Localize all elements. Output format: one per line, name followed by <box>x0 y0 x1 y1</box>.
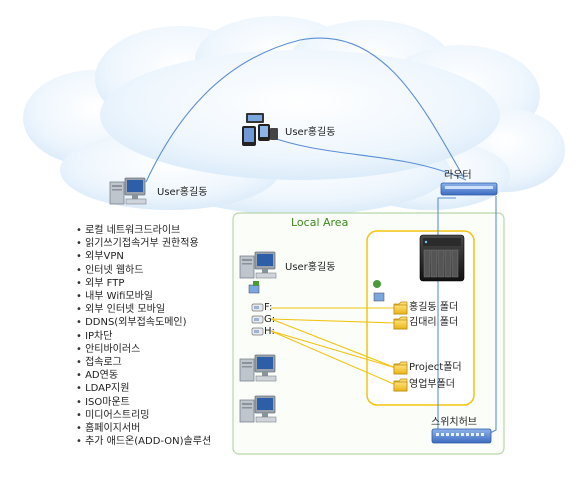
remote-user-label: User홍길동 <box>157 187 208 198</box>
drive-h-label: H: <box>264 326 275 337</box>
folder-label: 김대리 폴더 <box>409 317 459 328</box>
folder-icon <box>393 316 408 330</box>
network-share-icon <box>248 281 260 294</box>
folder-label: 영업부폴더 <box>409 379 455 390</box>
list-item: 인터넷 웹하드 <box>76 264 211 277</box>
network-share-icon <box>373 280 385 302</box>
local-area-title: Local Area <box>291 216 349 229</box>
desktop-pc-icon <box>239 395 277 423</box>
list-item: ISO마운트 <box>76 396 211 409</box>
list-item: IP차단 <box>76 330 211 343</box>
network-drive-icon <box>251 315 264 324</box>
folder-icon <box>393 301 408 315</box>
list-item: 로컬 네트워크드라이브 <box>76 224 211 237</box>
folder-icon <box>393 378 408 392</box>
list-item: 접속로그 <box>76 356 211 369</box>
list-item: DDNS(외부접속도메인) <box>76 316 211 329</box>
switch-hub-label: 스위치허브 <box>431 417 477 428</box>
desktop-pc-icon <box>109 177 147 205</box>
internet-cloud <box>23 16 565 215</box>
list-item: 외부VPN <box>76 250 211 263</box>
nas-server-icon <box>419 234 465 282</box>
list-item: 홈페이지서버 <box>76 422 211 435</box>
list-item: 외부 FTP <box>76 277 211 290</box>
desktop-pc-icon <box>239 251 277 279</box>
router-icon <box>440 182 498 196</box>
list-item: 미디어스트리밍 <box>76 409 211 422</box>
list-item: 외부 인터넷 모바일 <box>76 303 211 316</box>
drive-g-label: G: <box>264 314 276 325</box>
list-item: LDAP지원 <box>76 382 211 395</box>
folder-icon <box>393 361 408 375</box>
folder-label: 홍길동 폴더 <box>409 302 459 313</box>
switch-hub-icon <box>431 428 492 444</box>
list-item: 안티바이러스 <box>76 343 211 356</box>
network-links <box>145 37 497 434</box>
router-label: 라우터 <box>444 170 472 181</box>
feature-list: 로컬 네트워크드라이브 읽기쓰기접속거부 권한적용 외부VPN 인터넷 웹하드 … <box>76 224 211 448</box>
network-drive-icon <box>251 327 264 336</box>
network-drive-icon <box>251 303 264 312</box>
list-item: AD연동 <box>76 369 211 382</box>
folder-label: Project폴더 <box>409 362 462 373</box>
mobile-user-label: User홍길동 <box>285 127 336 138</box>
drive-mapping-links <box>270 307 397 386</box>
list-item: 읽기쓰기접속거부 권한적용 <box>76 237 211 250</box>
local-user-label: User홍길동 <box>285 262 336 273</box>
list-item: 내부 Wifi모바일 <box>76 290 211 303</box>
drive-f-label: F: <box>264 302 273 313</box>
list-item: 추가 애드온(ADD-ON)솔루션 <box>76 435 211 448</box>
desktop-pc-icon <box>239 354 277 382</box>
mobile-devices-icon <box>242 113 278 146</box>
